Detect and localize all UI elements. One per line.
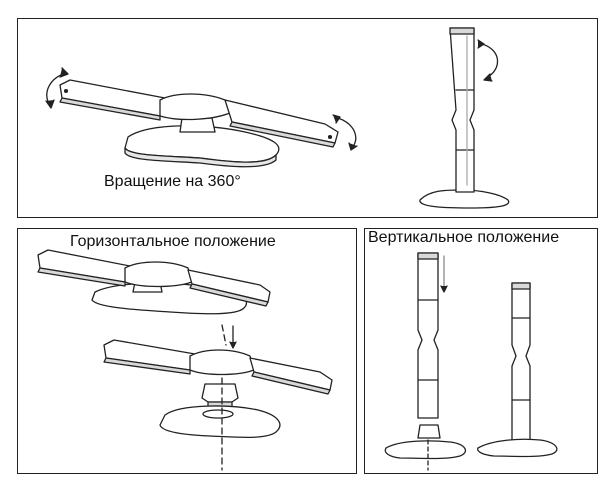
antenna-horizontal-exploded — [103, 324, 333, 471]
rotation-panel — [17, 18, 598, 218]
vertical-position-label: Вертикальное положение — [368, 229, 560, 246]
rotation-label: Вращение на 360° — [104, 173, 241, 190]
vertical-panel — [364, 228, 598, 474]
antenna-vertical-exploded — [384, 252, 467, 471]
rotation-arrow-vertical-icon — [477, 39, 499, 82]
antenna-horizontal-rotating — [59, 79, 339, 168]
antenna-vertical-mounted — [477, 282, 558, 458]
horizontal-position-label: Горизонтальное положение — [70, 233, 276, 250]
rotation-arrow-right-icon — [332, 114, 358, 151]
antenna-horizontal-mounted — [37, 249, 271, 315]
rotation-arrow-left-icon — [45, 67, 69, 109]
antenna-vertical-rotating — [419, 27, 510, 209]
